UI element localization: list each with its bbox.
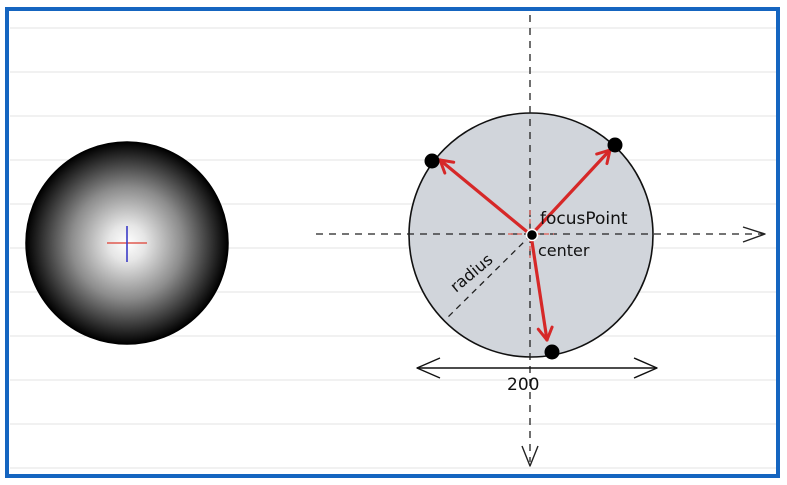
arrow-to-bottom-point [529, 233, 554, 342]
radius-guide-line [446, 234, 532, 319]
point-upper-left [424, 153, 440, 169]
focus-point-label: focusPoint [540, 209, 628, 229]
center-label: center [538, 241, 590, 260]
vertical-axis-arrowhead-icon [521, 445, 539, 467]
width-value-label: 200 [507, 375, 539, 395]
arrow-to-upper-left-point [438, 158, 533, 237]
point-bottom [544, 344, 560, 360]
frame-border [5, 7, 780, 478]
point-upper-right [607, 137, 623, 153]
width-left-arrowhead-icon [416, 357, 441, 379]
focus-center-point [525, 228, 539, 242]
horizontal-axis-arrowhead-icon [742, 226, 766, 243]
width-right-arrowhead-icon [633, 357, 658, 379]
arrow-to-upper-right-point [529, 148, 612, 237]
crosshair-icon [107, 226, 147, 262]
